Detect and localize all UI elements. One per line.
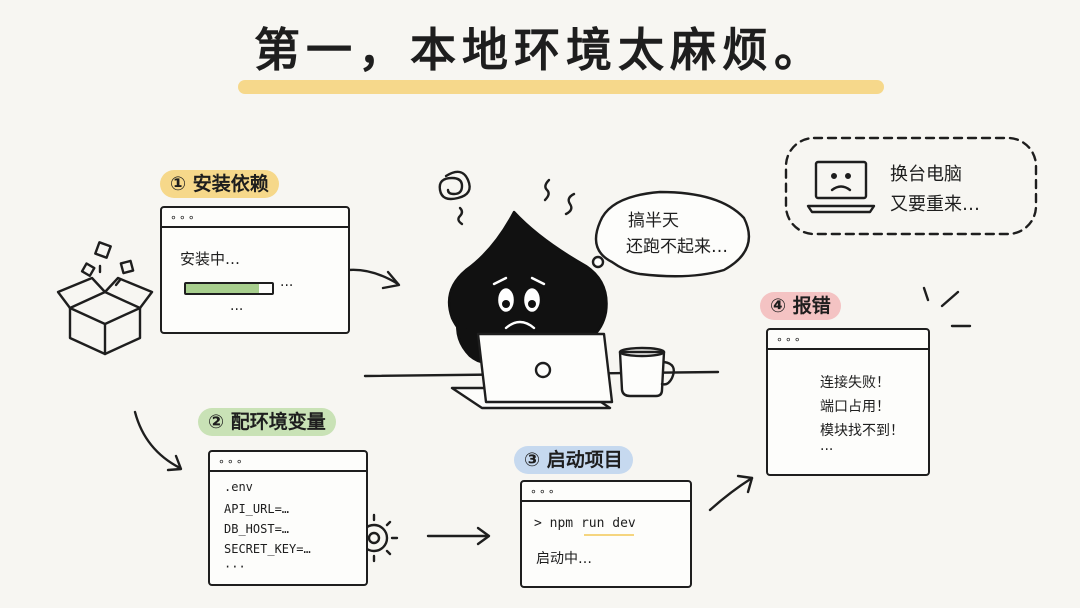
step1-progress-fill	[186, 284, 260, 293]
env-line-1: .env	[224, 480, 253, 494]
laptop-icon	[450, 332, 614, 410]
step3-label: ③ 启动项目	[514, 446, 633, 474]
confused-scribble-icon	[438, 170, 471, 226]
error-line-2: 端口占用！	[820, 399, 890, 415]
step4-label: ④ 报错	[760, 292, 841, 320]
coffee-mug-icon	[618, 346, 675, 398]
step3-window: ∘∘∘ > npm run dev 启动中…	[520, 480, 692, 588]
step1-label: ① 安装依赖	[160, 170, 279, 198]
env-line-5: ···	[224, 560, 246, 574]
step3-status: 启动中…	[536, 551, 592, 567]
step2-window: ∘∘∘ .env API_URL=… DB_HOST=… SECRET_KEY=…	[208, 450, 368, 586]
window-dots: ∘∘∘	[170, 211, 197, 224]
arrow-step2-to-step3-head	[476, 526, 491, 546]
arrow-box-to-step2-head	[166, 454, 183, 472]
package-box-icon	[56, 241, 154, 356]
new-computer-line-2: 又要重来…	[890, 194, 980, 215]
error-line-4: ···	[820, 442, 834, 458]
window-dots: ∘∘∘	[530, 485, 557, 498]
error-line-1: 连接失败！	[820, 375, 890, 391]
step2-label: ② 配环境变量	[198, 408, 336, 436]
thought-line-2: 还跑不起来…	[626, 237, 728, 257]
window-dots: ∘∘∘	[776, 333, 803, 346]
alert-ray-2	[940, 290, 960, 308]
stress-line-1	[543, 178, 551, 202]
step1-dots-a: ···	[280, 278, 294, 294]
step3-command: > npm run dev	[534, 516, 636, 531]
new-computer-line-1: 换台电脑	[890, 164, 962, 185]
alert-ray-1	[922, 286, 930, 302]
title-underline	[238, 80, 884, 94]
step1-progress-bar	[184, 282, 274, 295]
window-dots: ∘∘∘	[218, 455, 245, 468]
env-line-3: DB_HOST=…	[224, 522, 290, 536]
arrow-box-to-step2	[133, 410, 182, 470]
step1-window: ∘∘∘ 安装中… ··· ···	[160, 206, 350, 334]
step1-dots-b: ···	[230, 302, 244, 318]
arrow-step3-to-step4	[708, 476, 754, 512]
thought-bubble	[594, 190, 751, 278]
command-underline	[584, 534, 634, 536]
env-line-2: API_URL=…	[224, 502, 290, 516]
step4-window: ∘∘∘ 连接失败！ 端口占用！ 模块找不到！ ···	[766, 328, 930, 476]
page-title: 第一，本地环境太麻烦。	[254, 23, 826, 77]
arrow-step3-to-step4-head	[736, 474, 754, 494]
error-line-3: 模块找不到！	[820, 423, 904, 439]
new-computer-box	[784, 136, 1038, 236]
step1-status: 安装中…	[180, 250, 241, 268]
stress-line-2	[564, 192, 576, 216]
env-line-4: SECRET_KEY=…	[224, 542, 311, 556]
arrow-step1-to-person-head	[381, 270, 401, 290]
thought-bubble-dot-1	[591, 255, 605, 269]
sad-laptop-icon	[806, 160, 876, 214]
arrow-step1-to-person	[346, 268, 400, 286]
thought-line-1: 搞半天	[628, 211, 679, 231]
